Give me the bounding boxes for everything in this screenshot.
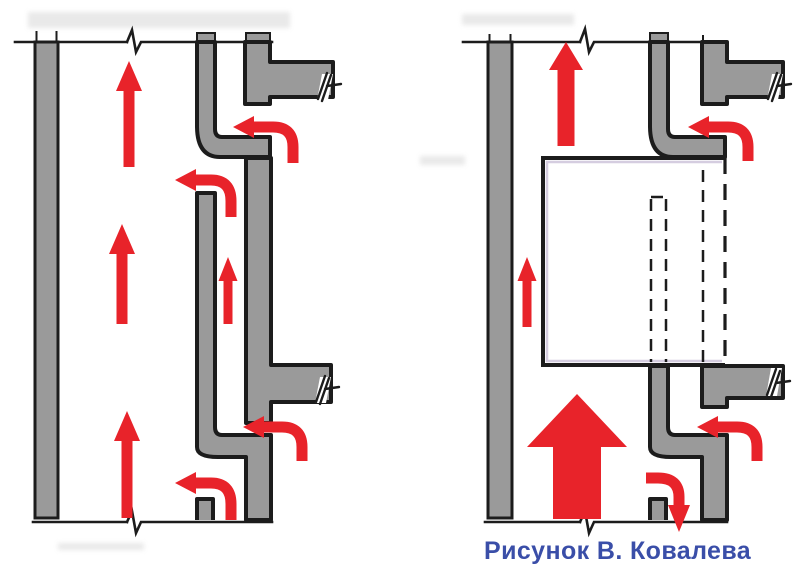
branch-break-icon (765, 367, 792, 399)
duct-stub-bottom (195, 497, 215, 520)
insert-unit-box (541, 156, 725, 367)
branch-break-icon (316, 71, 343, 103)
shaft-left-wall (33, 40, 60, 520)
airflow-curved-arrow (718, 421, 763, 461)
scan-smudge (462, 14, 574, 25)
airflow-curved-arrowhead (243, 416, 264, 438)
airflow-up-arrow (116, 61, 142, 167)
airflow-curved-arrowhead (175, 472, 196, 494)
airflow-channel-arrow (218, 257, 238, 324)
backflow-down-arrow (646, 472, 685, 505)
satellite-inner-wall-top (648, 40, 727, 159)
bottom-section-line-with-break-icon (483, 506, 729, 538)
airflow-big-up-arrow (527, 394, 627, 519)
branch-break-icon (766, 71, 793, 103)
airflow-curved-arrow (196, 174, 237, 217)
branch-break-icon (314, 374, 341, 406)
airflow-curved-arrowhead (688, 116, 709, 138)
satellite-inner-wall-top (195, 40, 272, 159)
airflow-curved-arrow (264, 421, 308, 461)
scan-smudge (420, 156, 465, 165)
satellite-inner-wall-bottom (648, 364, 729, 522)
backflow-down-arrowhead (668, 505, 690, 532)
branch-duct-upper (700, 40, 785, 106)
airflow-curved-arrow (709, 121, 754, 161)
duct-stub-bottom (648, 497, 668, 520)
airflow-curved-arrow (196, 477, 237, 520)
caption: Рисунок В. Ковалева (484, 537, 752, 565)
satellite-inner-wall-bottom (195, 191, 273, 522)
branch-duct-lower (700, 364, 785, 409)
airflow-curved-arrowhead (175, 169, 196, 191)
airflow-curved-arrowhead (233, 116, 254, 138)
right-panel (420, 14, 793, 538)
shaft-left-wall (486, 40, 514, 520)
scan-smudge (28, 12, 290, 28)
airflow-curved-arrow (254, 121, 299, 163)
airflow-curved-arrowhead (697, 416, 718, 438)
scan-smudge (58, 543, 144, 550)
top-section-line-with-break-icon (461, 24, 729, 57)
insert-unit-box-inner-liner (545, 160, 722, 363)
airflow-up-arrow (549, 42, 583, 146)
airflow-up-arrow (109, 224, 135, 324)
satellite-outer-wall (244, 156, 333, 425)
airflow-up-arrow (114, 411, 140, 518)
branch-duct-upper (243, 40, 335, 106)
hidden-duct-dashed-outline (649, 195, 668, 362)
left-panel (13, 12, 343, 550)
airflow-bypass-arrow (517, 257, 537, 327)
